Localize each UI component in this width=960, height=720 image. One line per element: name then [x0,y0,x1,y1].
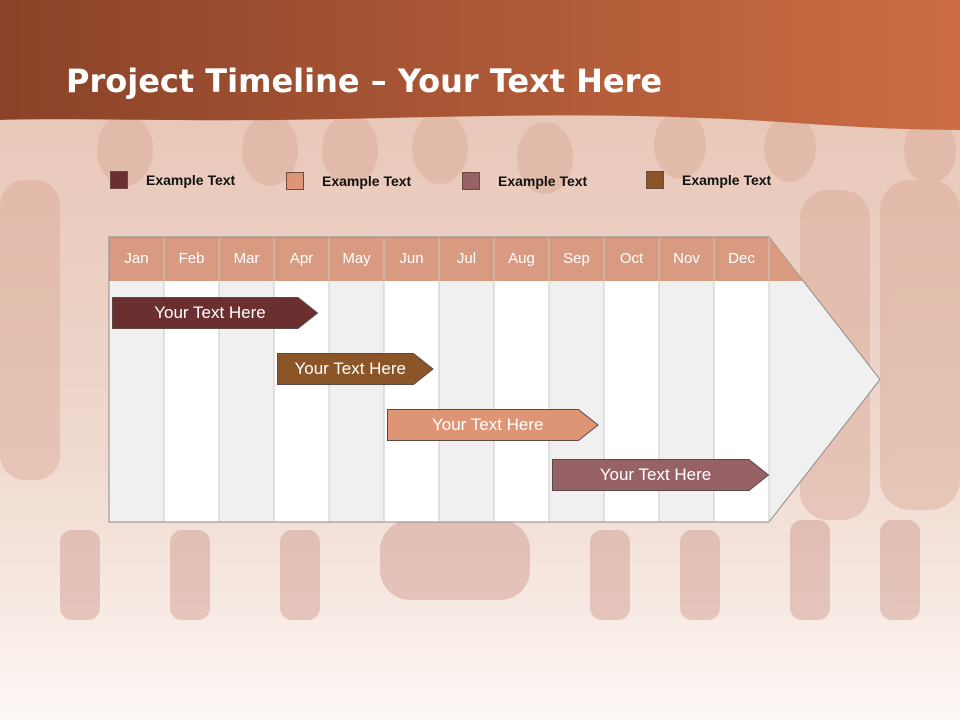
legend-swatch-3 [462,172,480,190]
month-label-feb: Feb [178,250,205,267]
month-label-oct: Oct [619,250,644,267]
title-rest: – Your Text Here [359,62,663,100]
task-label-2: Your Text Here [294,359,406,378]
task-label-1: Your Text Here [154,303,266,322]
month-label-jan: Jan [124,250,149,267]
month-column [329,281,384,522]
title-bold: Project Timeline [66,62,360,100]
month-label-jun: Jun [399,250,424,267]
month-header-cell [329,237,384,281]
legend-label-4: Example Text [682,172,772,188]
month-label-aug: Aug [508,250,535,267]
task-arrow-shape [387,409,599,441]
month-header-cell [439,237,494,281]
legend-swatch-4 [646,171,664,189]
month-header-cell [164,237,219,281]
month-header-cell [604,237,659,281]
month-header-cell [384,237,439,281]
legend-swatch-1 [110,171,128,189]
task-label-3: Your Text Here [431,415,544,434]
legend-swatch-2 [286,172,304,190]
month-column [439,281,494,522]
month-column [384,281,439,522]
month-label-jul: Jul [456,250,477,267]
month-header-cell [274,237,329,281]
task-bar-4: Your Text Here [552,459,769,491]
task-arrow-shape [552,459,769,491]
month-label-nov: Nov [673,250,700,267]
month-header-cell [549,237,604,281]
task-arrow-shape [112,297,318,329]
month-label-apr: Apr [289,250,314,267]
header-band [0,0,960,130]
page-title: Project Timeline – Your Text Here [66,60,662,102]
month-label-sep: Sep [563,250,590,267]
month-header-cell [494,237,549,281]
month-header-cell [109,237,164,281]
month-header-cell [659,237,714,281]
task-bar-3: Your Text Here [387,409,599,441]
task-label-4: Your Text Here [599,465,712,484]
timeline-arrow-header [769,237,804,281]
month-header-cell [219,237,274,281]
task-bar-1: Your Text Here [112,297,318,329]
month-label-may: May [342,250,371,267]
task-bar-2: Your Text Here [277,353,434,385]
month-label-mar: Mar [233,250,260,267]
task-arrow-shape [277,353,434,385]
legend-label-1: Example Text [146,172,236,188]
month-header-cell [714,237,769,281]
legend-label-3: Example Text [498,173,588,189]
legend-label-2: Example Text [322,173,412,189]
month-column [494,281,549,522]
month-label-dec: Dec [728,250,755,267]
